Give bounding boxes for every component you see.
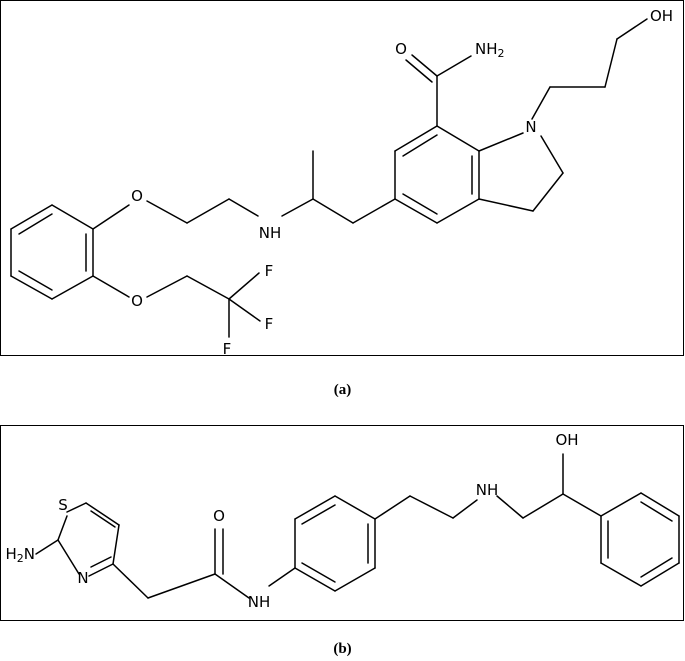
caption-b: (b) <box>333 641 352 657</box>
atom-nh-amide-b: NH <box>248 593 271 611</box>
structure-panel-b: S N H2N O NH NH OH <box>0 425 684 621</box>
atom-nh2-a: NH2 <box>475 40 505 60</box>
atom-s-b: S <box>58 496 68 514</box>
indoline-ring-a <box>394 125 564 224</box>
molecule-b-svg: S N H2N O NH NH OH <box>5 431 680 611</box>
atom-o-ether-top-a: O <box>131 187 143 205</box>
caption-a: (a) <box>333 382 352 398</box>
atom-nh-a: NH <box>259 224 282 242</box>
atom-f2-a: F <box>265 315 274 333</box>
molecule-a-svg: O O NH F F F N O NH2 OH <box>10 7 673 357</box>
structure-panel-a: O O NH F F F N O NH2 OH <box>0 0 684 357</box>
atom-f3-a: F <box>223 340 232 357</box>
atom-o-carbonyl-b: O <box>213 507 225 525</box>
thiazole-ring-b <box>35 502 120 577</box>
benzene-ring-a <box>10 204 94 300</box>
atom-f1-a: F <box>265 262 274 280</box>
atom-n-ring-a: N <box>525 118 536 136</box>
atom-oh-b: OH <box>555 431 578 449</box>
phenyl-ring-b <box>600 492 680 587</box>
atom-o-carbonyl-a: O <box>395 40 407 58</box>
atom-n-ring-b: N <box>77 569 88 587</box>
benzene-ring-b <box>294 495 376 592</box>
atom-oh-a: OH <box>650 7 673 25</box>
atom-o-ether-bottom-a: O <box>131 292 143 310</box>
atom-h2n-b: H2N <box>5 545 35 565</box>
atom-nh-amine-b: NH <box>476 481 499 499</box>
